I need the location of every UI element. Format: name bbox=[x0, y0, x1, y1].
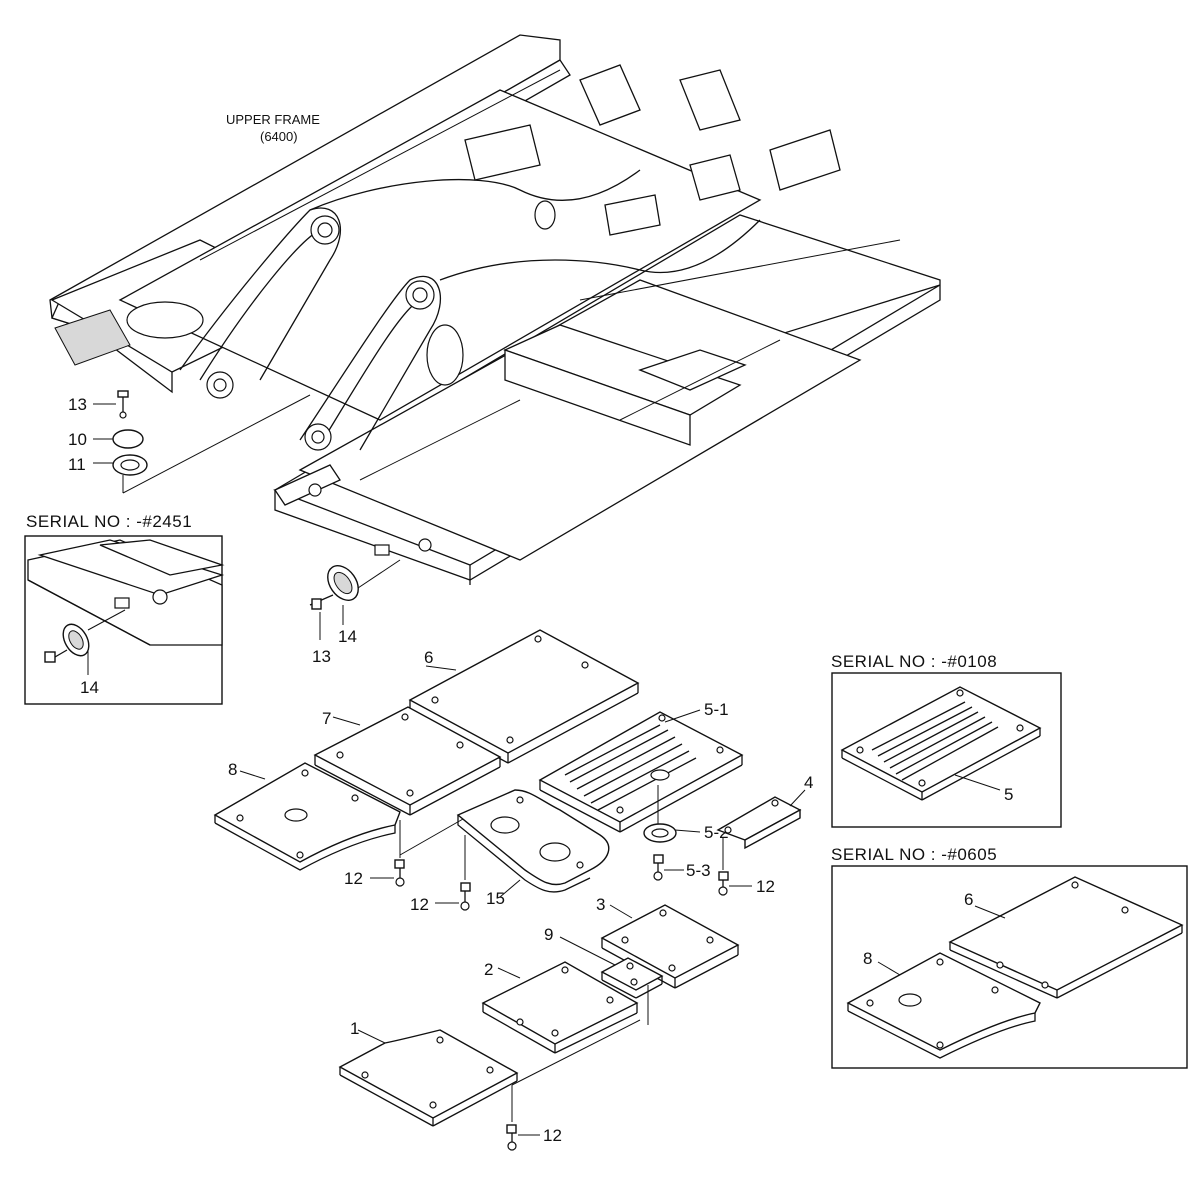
serial-0605-drawing bbox=[846, 876, 1184, 1059]
callout-5-1: 5-1 bbox=[704, 700, 729, 719]
serial-0605-box bbox=[831, 865, 1188, 1069]
callout-13-top: 13 bbox=[68, 395, 87, 414]
serial-2451-drawing bbox=[27, 539, 225, 675]
cover-8 bbox=[213, 762, 401, 871]
serial-0108-drawing bbox=[840, 686, 1042, 801]
callout-5-box: 5 bbox=[1004, 785, 1013, 804]
callout-11: 11 bbox=[68, 455, 86, 474]
frame-title-line2: (6400) bbox=[260, 129, 298, 144]
parts-5-2-5-3 bbox=[643, 785, 701, 881]
serial-0605-label: SERIAL NO : -#0605 bbox=[831, 845, 997, 864]
cover-3 bbox=[600, 904, 740, 989]
bolt-12-b bbox=[435, 882, 471, 911]
callout-10: 10 bbox=[68, 430, 87, 449]
cover-15 bbox=[456, 789, 610, 898]
bracket-4 bbox=[716, 789, 806, 870]
callout-12-b: 12 bbox=[410, 895, 429, 914]
callout-6-box: 6 bbox=[964, 890, 973, 909]
plate-9 bbox=[559, 936, 664, 999]
bolt-12-d bbox=[506, 1124, 540, 1151]
callout-1: 1 bbox=[350, 1019, 359, 1038]
callout-2: 2 bbox=[484, 960, 493, 979]
callout-12-a: 12 bbox=[344, 869, 363, 888]
cover-2 bbox=[481, 961, 649, 1054]
callout-6: 6 bbox=[424, 648, 433, 667]
cover-5-1 bbox=[538, 709, 744, 833]
serial-0108-label: SERIAL NO : -#0108 bbox=[831, 652, 997, 671]
side-cover-parts bbox=[309, 559, 401, 640]
callout-14-box: 14 bbox=[80, 678, 99, 697]
callout-3: 3 bbox=[596, 895, 605, 914]
callout-8-box: 8 bbox=[863, 949, 872, 968]
callout-15: 15 bbox=[486, 889, 505, 908]
callout-5-3: 5-3 bbox=[686, 861, 711, 880]
bolt-12-a bbox=[370, 859, 405, 887]
boom-cover-parts bbox=[93, 390, 311, 494]
serial-2451-label: SERIAL NO : -#2451 bbox=[26, 512, 192, 531]
upper-frame-drawing bbox=[49, 34, 941, 585]
callout-7: 7 bbox=[322, 709, 331, 728]
callout-14-side: 14 bbox=[338, 627, 357, 646]
serial-0108-box bbox=[831, 672, 1062, 828]
callout-4: 4 bbox=[804, 773, 813, 792]
callout-9: 9 bbox=[544, 925, 553, 944]
cover-1 bbox=[338, 1019, 641, 1127]
callout-12-d: 12 bbox=[543, 1126, 562, 1145]
cover-7 bbox=[313, 706, 502, 816]
callout-8: 8 bbox=[228, 760, 237, 779]
bolt-12-c bbox=[718, 871, 752, 896]
frame-title-line1: UPPER FRAME bbox=[226, 112, 320, 127]
callout-12-c: 12 bbox=[756, 877, 775, 896]
callout-13-side: 13 bbox=[312, 647, 331, 666]
